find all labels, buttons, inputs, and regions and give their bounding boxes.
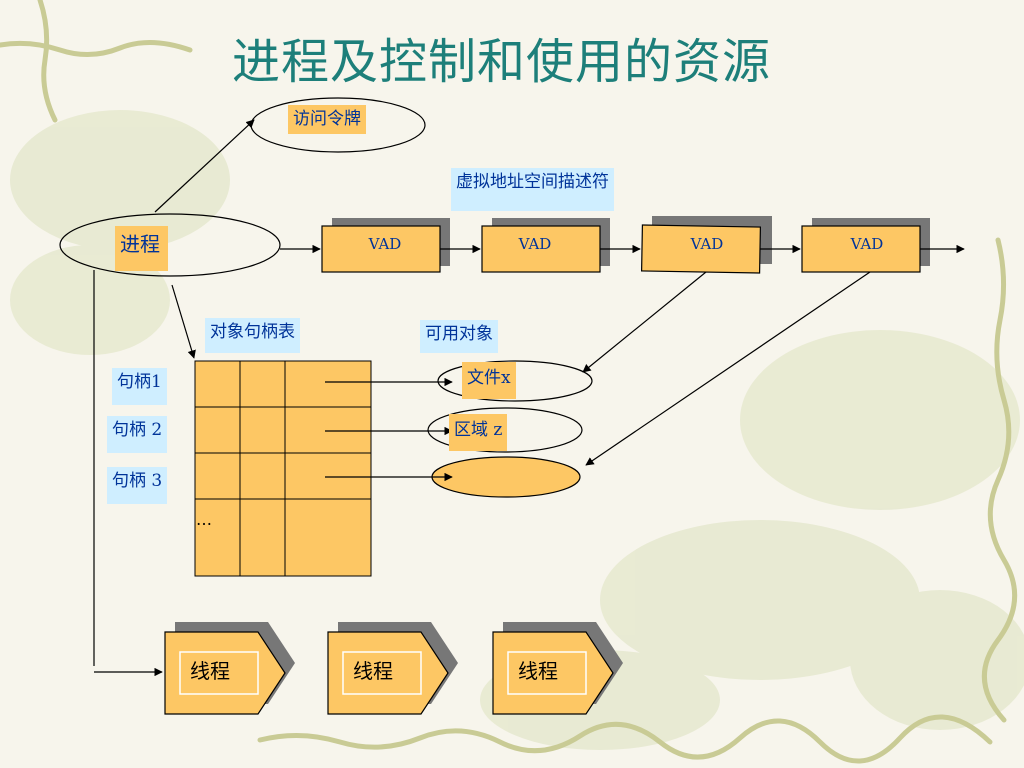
arrow-process-to-token <box>154 119 255 213</box>
arrow-vad-to-file <box>582 271 707 373</box>
empty-object-ellipse <box>431 456 581 498</box>
handle-table-label: 对象句柄表 <box>205 318 300 353</box>
vad-descriptor-label: 虚拟地址空间描述符 <box>451 168 614 211</box>
region-z-ellipse <box>427 407 583 453</box>
arrow-vad-to-empty-object <box>585 271 871 466</box>
vad-label: VAD <box>690 235 724 253</box>
thread-label: 线程 <box>518 659 558 683</box>
thread-shapes <box>164 622 623 715</box>
vad-label: VAD <box>368 235 402 253</box>
process-label: 进程 <box>115 226 168 271</box>
vad-label: VAD <box>850 235 884 253</box>
vad-label: VAD <box>518 235 552 253</box>
handle-label: 句柄1 <box>112 368 167 405</box>
handle-table-ellipsis: … <box>196 510 212 529</box>
vad-chain: VAD VAD VAD VAD <box>280 216 965 274</box>
access-token-label: 访问令牌 <box>288 105 366 134</box>
page-title: 进程及控制和使用的资源 <box>232 34 772 90</box>
process-ellipse <box>59 213 281 277</box>
handle-label: 句柄 2 <box>107 416 168 453</box>
file-x-label: 文件x <box>462 362 516 399</box>
handle-table-grid <box>194 360 372 577</box>
handle-label: 句柄 3 <box>107 467 168 504</box>
region-z-label: 区域 z <box>449 414 508 451</box>
thread-label: 线程 <box>190 659 230 683</box>
file-x-ellipse <box>437 360 593 402</box>
arrow-process-to-handle-table <box>171 284 196 359</box>
available-objects-label: 可用对象 <box>420 320 498 353</box>
thread-label: 线程 <box>353 659 393 683</box>
